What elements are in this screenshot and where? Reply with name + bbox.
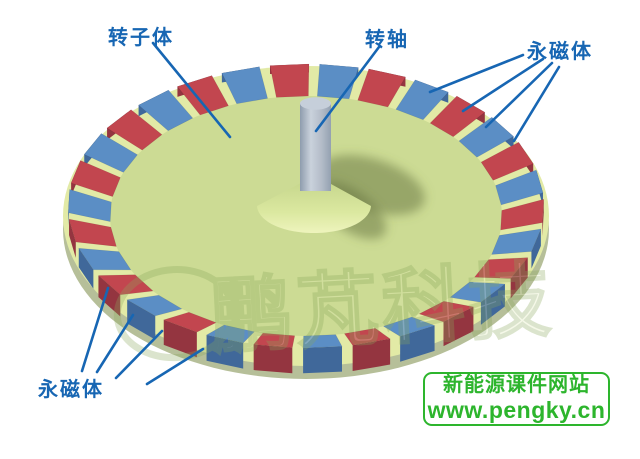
magnet-blue-side xyxy=(531,228,541,269)
magnet-red-side xyxy=(253,344,293,374)
magnet-blue xyxy=(67,189,112,223)
magnet-blue-side xyxy=(400,325,435,362)
magnet-red-side xyxy=(443,306,474,347)
magnet-red xyxy=(162,311,217,333)
leader-line xyxy=(80,286,110,373)
magnet-red xyxy=(269,63,310,98)
hub-cone xyxy=(257,181,371,233)
magnet-red xyxy=(97,274,154,296)
magnet-red xyxy=(473,257,529,279)
magnet-blue xyxy=(449,281,506,303)
magnet-blue-side xyxy=(78,248,94,289)
leader-line xyxy=(428,53,525,94)
magnet-red-side xyxy=(98,275,121,317)
magnet-blue xyxy=(302,334,343,349)
magnet-red xyxy=(480,141,534,181)
website-badge[interactable]: 新能源课件网站 www.pengky.cn xyxy=(423,372,610,426)
leader-line xyxy=(314,45,381,133)
magnet-red xyxy=(357,68,406,108)
magnet-red xyxy=(253,332,296,349)
magnet-red xyxy=(68,218,117,247)
magnet-blue xyxy=(382,316,436,337)
label-rotor-body: 转子体 xyxy=(108,27,174,49)
magnet-blue xyxy=(205,324,255,344)
magnet-red-side xyxy=(163,319,197,358)
watermark-text: 鹏芃科技 xyxy=(208,255,556,364)
magnet-blue-side xyxy=(206,335,244,369)
magnet-blue xyxy=(221,66,268,105)
magnet-blue xyxy=(138,89,194,132)
label-permanent-magnet-bottom: 永磁体 xyxy=(38,379,104,401)
leader-line xyxy=(95,313,135,374)
magnet-blue xyxy=(78,247,132,271)
leader-line xyxy=(461,57,545,113)
magnet-blue-side xyxy=(303,346,343,374)
magnet-red xyxy=(176,75,229,116)
shaft-top xyxy=(300,97,331,110)
leader-line xyxy=(151,41,232,139)
magnet-blue-side xyxy=(127,299,156,340)
magnet-blue xyxy=(126,294,183,317)
magnet-blue xyxy=(458,116,515,158)
magnet-red xyxy=(343,327,391,346)
magnet-blue xyxy=(83,133,138,173)
leader-line xyxy=(512,65,561,143)
magnet-red-side xyxy=(542,199,544,237)
leader-line xyxy=(114,329,164,380)
leader-line xyxy=(145,347,205,386)
magnet-blue-side xyxy=(480,283,505,325)
label-permanent-magnet-top: 永磁体 xyxy=(527,41,593,63)
magnet-red xyxy=(500,198,545,231)
leader-line xyxy=(484,61,554,129)
magnet-red xyxy=(418,300,475,323)
magnet-red xyxy=(70,160,121,197)
magnet-red-side xyxy=(510,257,528,299)
magnet-red-side xyxy=(69,219,76,258)
label-shaft: 转轴 xyxy=(365,29,409,51)
magnet-blue xyxy=(495,169,544,206)
badge-site-name: 新能源课件网站 xyxy=(443,374,590,397)
magnet-red-side xyxy=(352,338,391,371)
magnet-blue xyxy=(491,228,542,255)
badge-site-url[interactable]: www.pengky.cn xyxy=(427,397,606,424)
magnet-red xyxy=(106,109,163,151)
watermark: 鹏芃科技 xyxy=(113,254,557,365)
watermark-logo-circle xyxy=(113,266,237,362)
